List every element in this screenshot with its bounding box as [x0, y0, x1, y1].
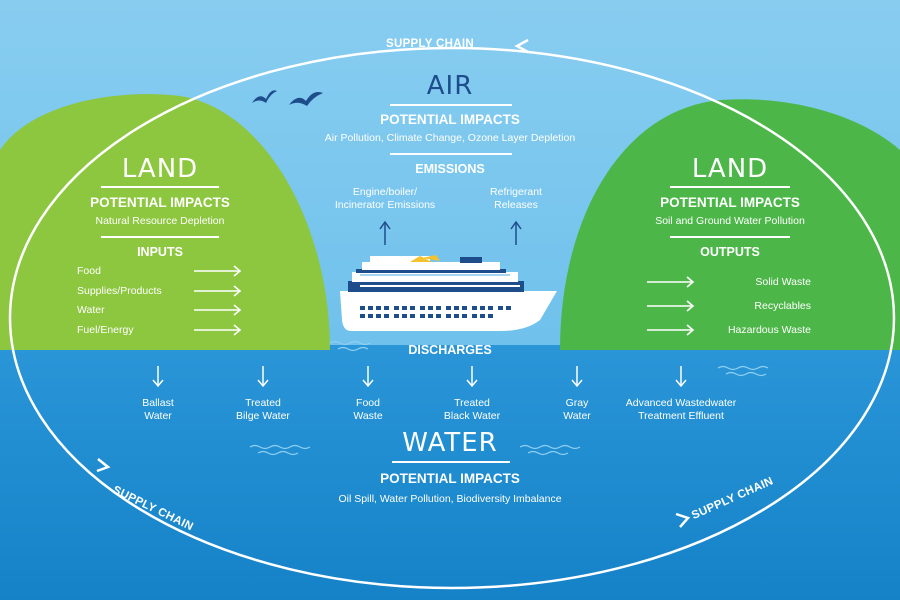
- output-item: Recyclables: [754, 300, 811, 312]
- water-background: [0, 345, 900, 600]
- discharge-item: Ballast Water: [142, 397, 174, 422]
- outputs-title: OUTPUTS: [700, 245, 760, 259]
- air-title: AIR: [426, 71, 474, 101]
- air-impacts-title: POTENTIAL IMPACTS: [380, 112, 520, 127]
- water-impacts-title: POTENTIAL IMPACTS: [380, 471, 520, 486]
- discharge-item: Treated Bilge Water: [236, 397, 290, 422]
- land-left-impacts-title: POTENTIAL IMPACTS: [90, 195, 230, 210]
- water-title: WATER: [402, 428, 498, 458]
- land-right-divider-1: [670, 186, 790, 188]
- input-item: Fuel/Energy: [77, 323, 134, 336]
- discharge-item: Food Waste: [353, 397, 383, 422]
- cruise-ship-icon: [340, 255, 557, 331]
- inputs-title: INPUTS: [137, 245, 183, 259]
- supply-chain-loop: [8, 46, 896, 590]
- land-left-impacts-text: Natural Resource Depletion: [95, 215, 225, 227]
- loop-arrowhead-bottom-left: [96, 458, 111, 473]
- input-item: Supplies/Products: [77, 284, 162, 297]
- supply-chain-label-top: SUPPLY CHAIN: [386, 38, 474, 50]
- emissions-title: EMISSIONS: [415, 162, 485, 176]
- loop-arrowhead-top: [514, 38, 529, 54]
- input-arrows: [194, 265, 242, 336]
- land-left-divider-2: [101, 236, 219, 238]
- wave-ripples: [249, 340, 769, 456]
- discharge-item: Gray Water: [563, 397, 591, 422]
- land-right-impacts-text: Soil and Ground Water Pollution: [655, 215, 805, 227]
- water-divider: [392, 461, 510, 463]
- land-left-divider-1: [101, 186, 219, 188]
- discharge-arrows: [152, 366, 687, 388]
- emission-arrow-up: [379, 220, 391, 230]
- emission-item: Engine/boiler/ Incinerator Emissions: [334, 186, 436, 211]
- land-left-hill: [0, 94, 330, 350]
- emission-item: Refrigerant Releases: [490, 186, 542, 211]
- air-impacts-text: Air Pollution, Climate Change, Ozone Lay…: [324, 132, 576, 144]
- discharges-title: DISCHARGES: [408, 343, 492, 357]
- input-item: Water: [77, 304, 105, 316]
- loop-arrowhead-bottom-right: [675, 512, 691, 528]
- emission-arrow-up: [510, 220, 522, 230]
- output-item: Hazardous Waste: [727, 324, 811, 336]
- output-item: Solid Waste: [755, 276, 811, 288]
- outputs-list: Solid Waste Recyclables Hazardous Waste: [700, 272, 811, 344]
- discharge-item: Advanced Wastedwater Treatment Effluent: [625, 397, 737, 422]
- land-right-title: LAND: [691, 154, 769, 184]
- land-right-hill: [560, 99, 900, 350]
- land-right-impacts-title: POTENTIAL IMPACTS: [660, 195, 800, 210]
- output-arrows: [647, 276, 695, 336]
- bird-icon: [252, 90, 277, 103]
- inputs-list: Food Supplies/Products Water Fuel/Energy: [77, 262, 162, 340]
- land-right-divider-2: [670, 236, 790, 238]
- air-divider-2: [390, 153, 512, 155]
- input-item: Food: [77, 265, 101, 277]
- air-divider-1: [390, 104, 512, 106]
- bird-icon: [289, 92, 323, 106]
- land-left-title: LAND: [121, 154, 199, 184]
- water-impacts-text: Oil Spill, Water Pollution, Biodiversity…: [338, 493, 562, 505]
- discharge-item: Treated Black Water: [443, 397, 501, 422]
